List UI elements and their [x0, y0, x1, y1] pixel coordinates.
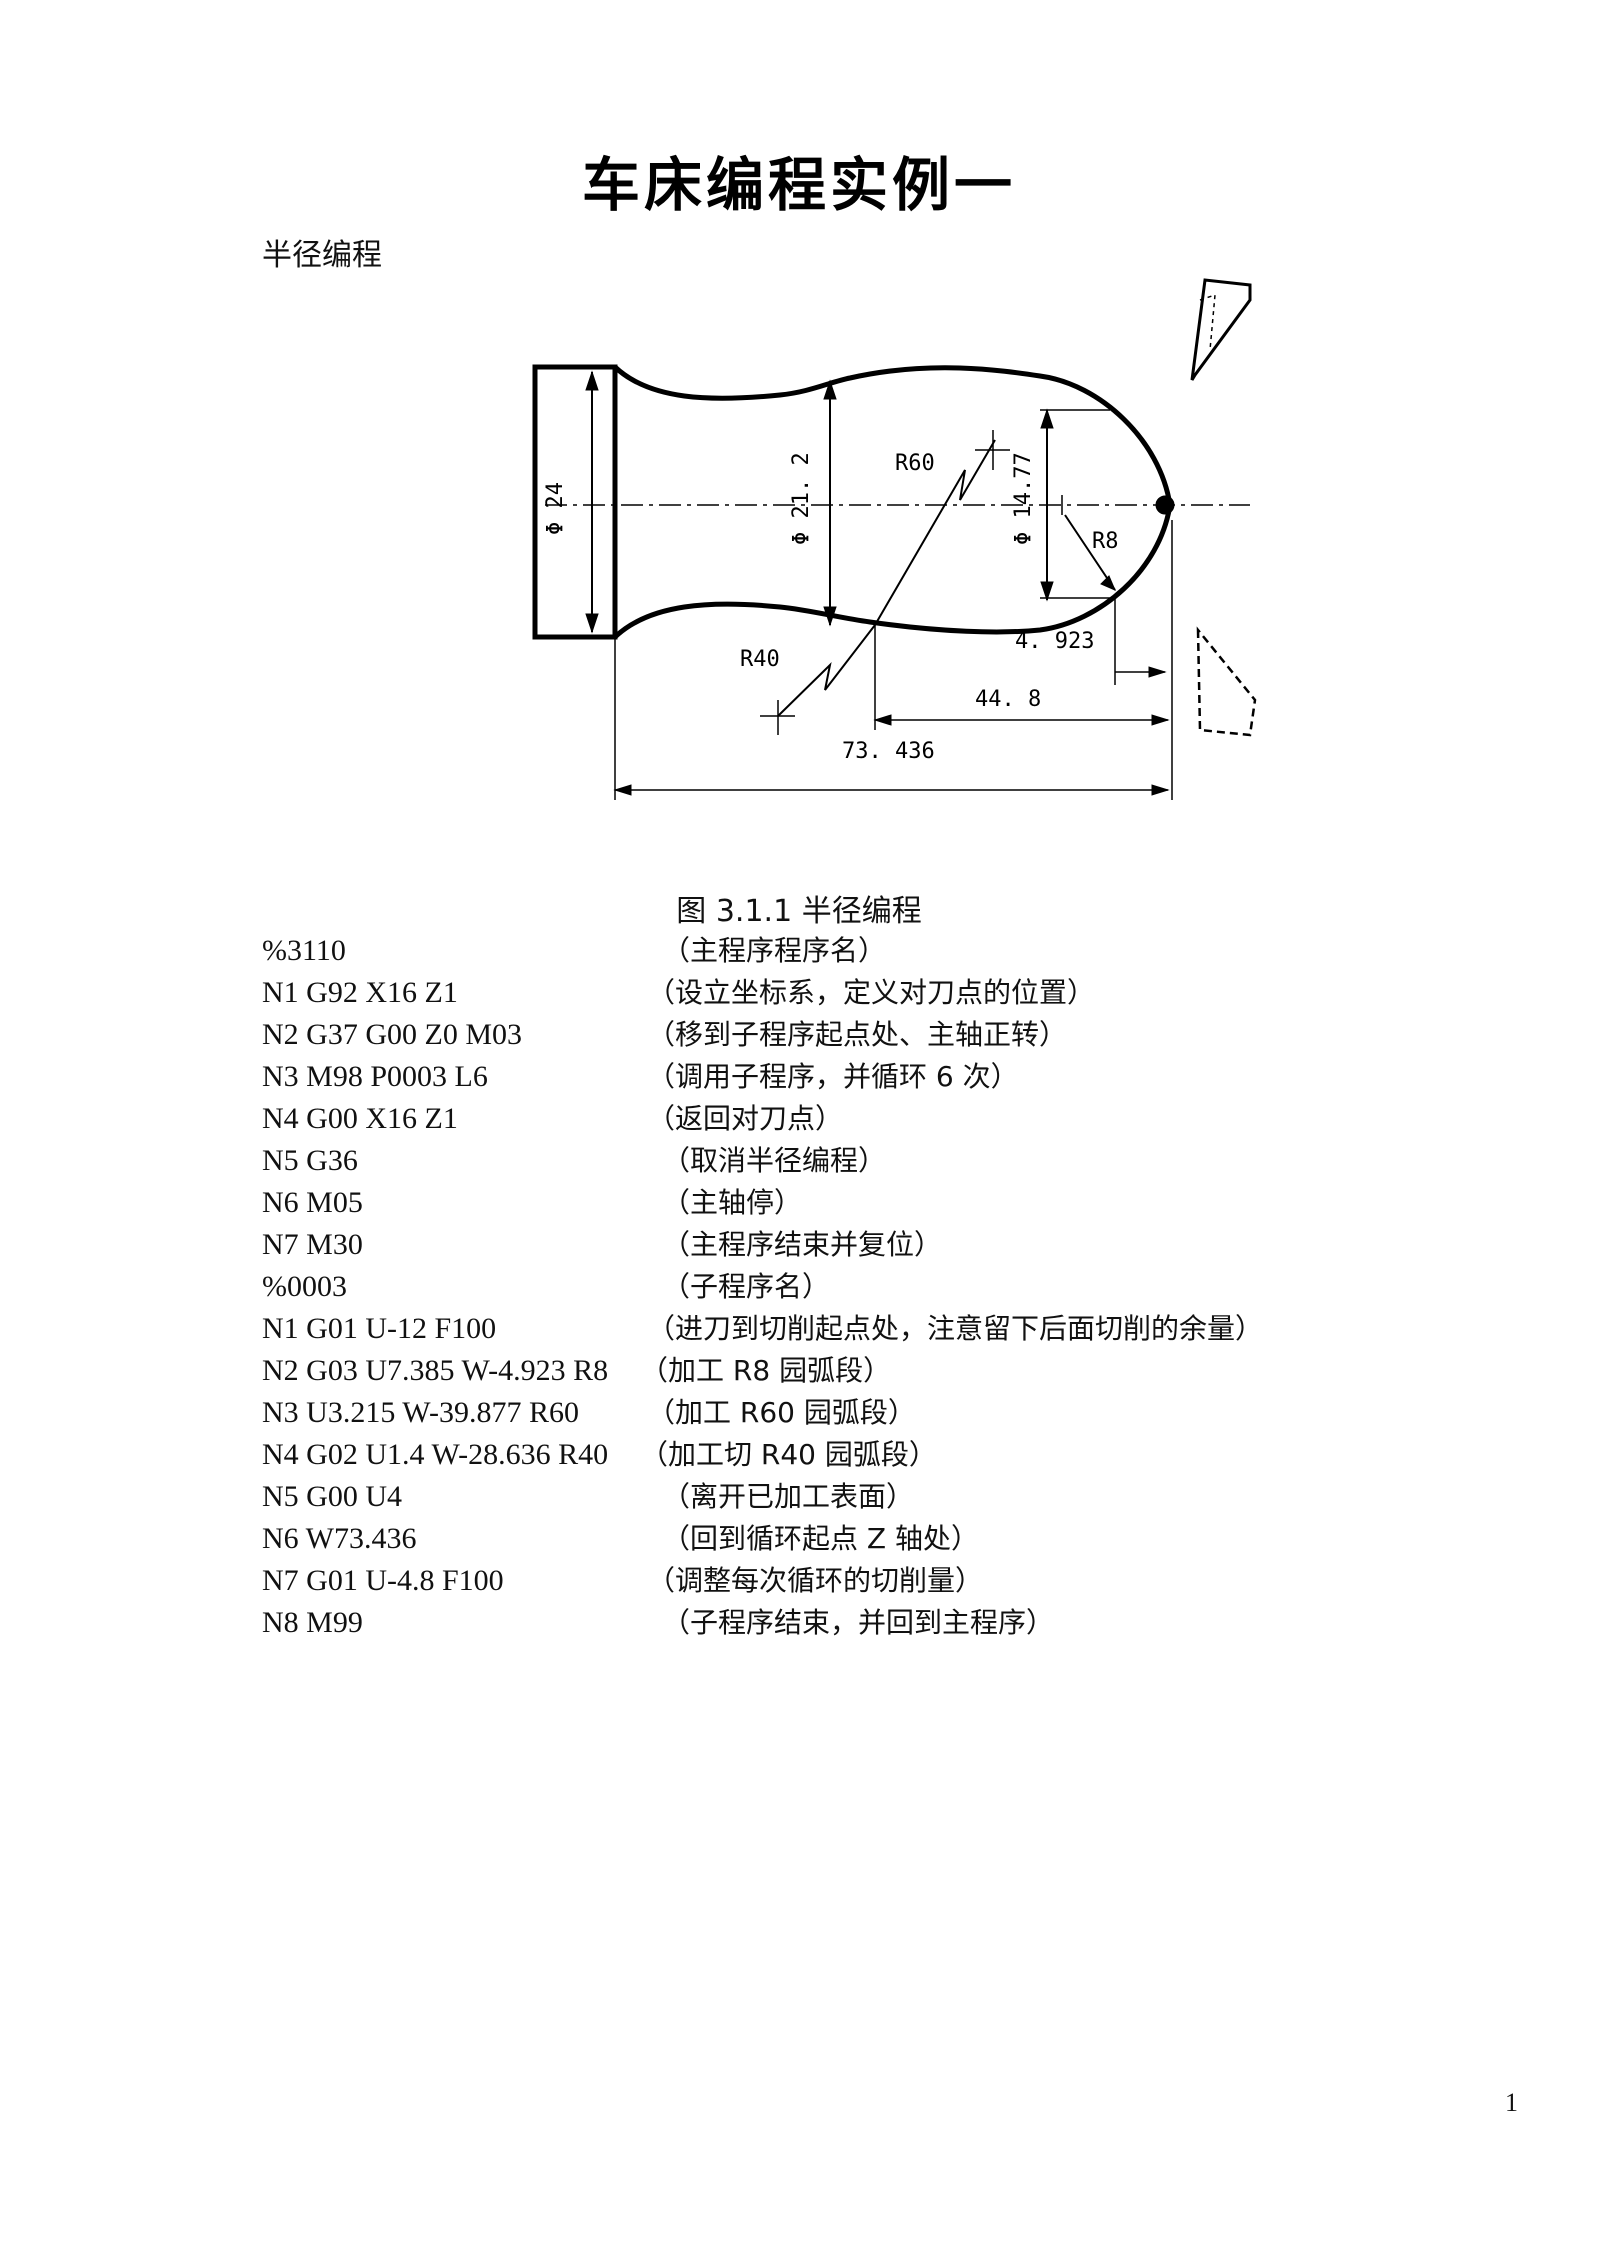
- program-comment: （子程序名）: [662, 1270, 831, 1303]
- program-command: %0003: [262, 1270, 347, 1303]
- program-comment: （进刀到切削起点处，注意留下后面切削的余量）: [647, 1312, 1264, 1345]
- part-profile-bottom: [613, 504, 1173, 639]
- figure-caption: 图 3.1.1 半径编程: [676, 894, 922, 929]
- program-line: N2 G37 G00 Z0 M03 （移到子程序起点处、主轴正转）: [262, 1014, 1462, 1056]
- program-line: N8 M99 （子程序结束，并回到主程序）: [262, 1602, 1462, 1644]
- program-line: N3 M98 P0003 L6 （调用子程序，并循环 6 次）: [262, 1056, 1462, 1098]
- label-r8: R8: [1092, 529, 1119, 554]
- program-comment: （设立坐标系，定义对刀点的位置）: [647, 976, 1096, 1009]
- program-comment: （返回对刀点）: [647, 1102, 844, 1135]
- dim-d24: Φ 24: [543, 482, 568, 535]
- program-line: %3110 （主程序程序名）: [262, 930, 1462, 972]
- program-command: N8 M99: [262, 1606, 363, 1639]
- program-comment: （调用子程序，并循环 6 次）: [647, 1060, 1019, 1093]
- dim-d21-2: Φ 21. 2: [789, 452, 814, 545]
- program-command: N7 G01 U-4.8 F100: [262, 1564, 504, 1597]
- label-r40: R40: [740, 647, 780, 672]
- program-line: N3 U3.215 W-39.877 R60 （加工 R60 园弧段）: [262, 1392, 1462, 1434]
- dim-d14-77: Φ 14.77: [1011, 452, 1036, 545]
- program-command: N6 W73.436: [262, 1522, 417, 1555]
- program-command: N7 M30: [262, 1228, 363, 1261]
- program-line: N1 G01 U-12 F100 （进刀到切削起点处，注意留下后面切削的余量）: [262, 1308, 1462, 1350]
- program-command: N4 G02 U1.4 W-28.636 R40: [262, 1438, 609, 1471]
- program-command: N5 G00 U4: [262, 1480, 402, 1513]
- program-line: N6 M05 （主轴停）: [262, 1182, 1462, 1224]
- page-number: 1: [1505, 2088, 1518, 2117]
- dim-44-8: 44. 8: [975, 687, 1041, 712]
- dim-73-436: 73. 436: [842, 739, 935, 764]
- program-comment: （加工 R60 园弧段）: [647, 1396, 916, 1429]
- program-line: N1 G92 X16 Z1 （设立坐标系，定义对刀点的位置）: [262, 972, 1462, 1014]
- label-r60: R60: [895, 451, 935, 476]
- program-command: N3 U3.215 W-39.877 R60: [262, 1396, 579, 1429]
- part-shoulder: [532, 364, 618, 640]
- program-line: N5 G36 （取消半径编程）: [262, 1140, 1462, 1182]
- program-line: %0003 （子程序名）: [262, 1266, 1462, 1308]
- program-comment: （加工切 R40 园弧段）: [640, 1438, 937, 1471]
- program-line: N7 M30 （主程序结束并复位）: [262, 1224, 1462, 1266]
- nc-program-listing: %3110 （主程序程序名） N1 G92 X16 Z1 （设立坐标系，定义对刀点的…: [262, 930, 1462, 1644]
- program-line: N2 G03 U7.385 W-4.923 R8 （加工 R8 园弧段）: [262, 1350, 1462, 1392]
- program-command: %3110: [262, 934, 346, 967]
- program-command: N2 G37 G00 Z0 M03: [262, 1018, 522, 1051]
- program-command: N2 G03 U7.385 W-4.923 R8: [262, 1354, 609, 1387]
- page-title: 车床编程实例一: [581, 151, 1016, 219]
- tip-point: [1155, 495, 1175, 515]
- cutting-tool-top: [1190, 278, 1252, 381]
- program-comment: （离开已加工表面）: [662, 1480, 915, 1513]
- program-command: N1 G01 U-12 F100: [262, 1312, 497, 1345]
- program-comment: （主程序程序名）: [662, 934, 887, 967]
- program-comment: （调整每次循环的切削量）: [647, 1564, 984, 1597]
- program-comment: （移到子程序起点处、主轴正转）: [647, 1018, 1068, 1051]
- program-comment: （取消半径编程）: [662, 1144, 887, 1177]
- dim-4-923: 4. 923: [1015, 629, 1094, 654]
- section-subtitle: 半径编程: [262, 238, 382, 273]
- program-line: N7 G01 U-4.8 F100 （调整每次循环的切削量）: [262, 1560, 1462, 1602]
- lathe-part-drawing: Φ 24 Φ 21. 2 Φ 14.77 R60 R8 R40 4. 923 4…: [532, 278, 1257, 800]
- program-comment: （主程序结束并复位）: [662, 1228, 943, 1261]
- program-comment: （主轴停）: [662, 1186, 803, 1219]
- program-command: N3 M98 P0003 L6: [262, 1060, 488, 1093]
- program-line: N5 G00 U4 （离开已加工表面）: [262, 1476, 1462, 1518]
- program-line: N4 G00 X16 Z1 （返回对刀点）: [262, 1098, 1462, 1140]
- program-command: N5 G36: [262, 1144, 358, 1177]
- program-command: N1 G92 X16 Z1: [262, 976, 458, 1009]
- program-line: N6 W73.436 （回到循环起点 Z 轴处）: [262, 1518, 1462, 1560]
- program-line: N4 G02 U1.4 W-28.636 R40 （加工切 R40 园弧段）: [262, 1434, 1462, 1476]
- cutting-tool-bottom: [1196, 626, 1257, 737]
- program-command: N4 G00 X16 Z1: [262, 1102, 458, 1135]
- part-profile-top: [613, 365, 1173, 506]
- program-comment: （子程序结束，并回到主程序）: [662, 1606, 1055, 1639]
- program-command: N6 M05: [262, 1186, 363, 1219]
- program-comment: （回到循环起点 Z 轴处）: [662, 1522, 979, 1555]
- program-comment: （加工 R8 园弧段）: [640, 1354, 892, 1387]
